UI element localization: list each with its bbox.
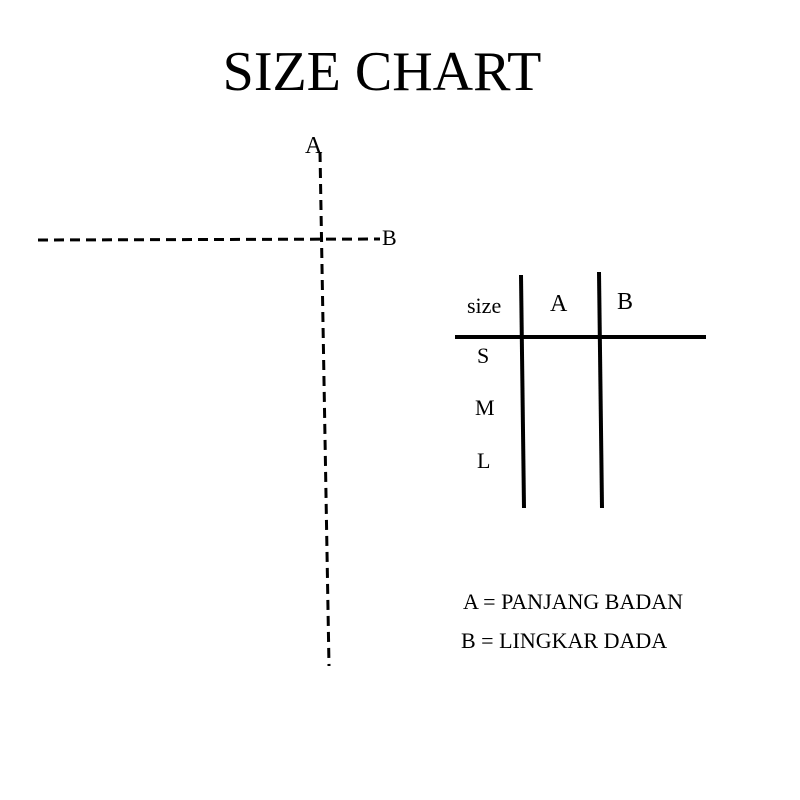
measurement-line-a — [318, 151, 331, 667]
legend-item-b: B = LINGKAR DADA — [461, 628, 668, 653]
table-column-rule-1 — [519, 274, 526, 509]
page-title: SIZE CHART — [222, 41, 542, 103]
table-header-b: B — [617, 289, 634, 315]
table-column-rule-2 — [597, 271, 604, 509]
measurement-label-b: B — [382, 225, 397, 250]
legend-item-a: A = PANJANG BADAN — [463, 589, 684, 614]
table-row-size-m: M — [475, 395, 495, 420]
table-row-size-l: L — [477, 448, 491, 473]
table-header-size: size — [467, 293, 502, 318]
measurement-label-a: A — [305, 133, 323, 159]
table-header-a: A — [550, 291, 568, 317]
measurement-line-b — [37, 237, 381, 242]
table-row-size-s: S — [477, 343, 490, 368]
